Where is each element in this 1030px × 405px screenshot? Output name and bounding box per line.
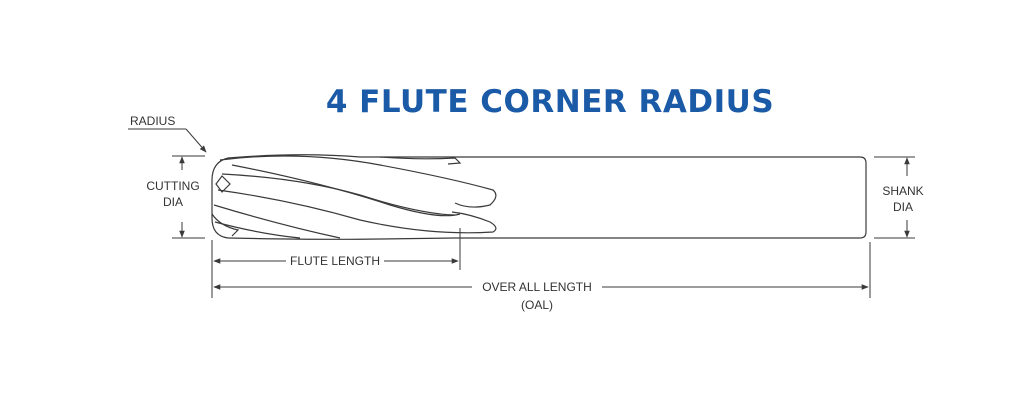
- shank-dia-label-line1: SHANK: [882, 184, 923, 198]
- helix-flute-4: [213, 204, 341, 239]
- oal-label: (OAL): [521, 298, 553, 312]
- tool-body: [211, 154, 867, 240]
- dimension-lines: [128, 128, 915, 298]
- cutting-dia-label-line1: CUTTING: [146, 179, 199, 193]
- helix-flute-2: [231, 164, 461, 217]
- shank-outline: [455, 156, 867, 239]
- shank-dia-label-line2: DIA: [893, 200, 913, 214]
- cutting-dia-label-line2: DIA: [163, 195, 183, 209]
- radius-label: RADIUS: [130, 114, 175, 128]
- corner-radius-end: [211, 157, 229, 239]
- helix-flute-1: [219, 155, 497, 208]
- cutting-lip: [215, 175, 231, 193]
- flute-length-label: FLUTE LENGTH: [290, 254, 380, 268]
- page-title: 4 FLUTE CORNER RADIUS: [325, 84, 775, 120]
- helix-flute-3: [217, 189, 497, 234]
- flute-outline: [227, 154, 455, 159]
- overall-length-label: OVER ALL LENGTH: [482, 280, 592, 294]
